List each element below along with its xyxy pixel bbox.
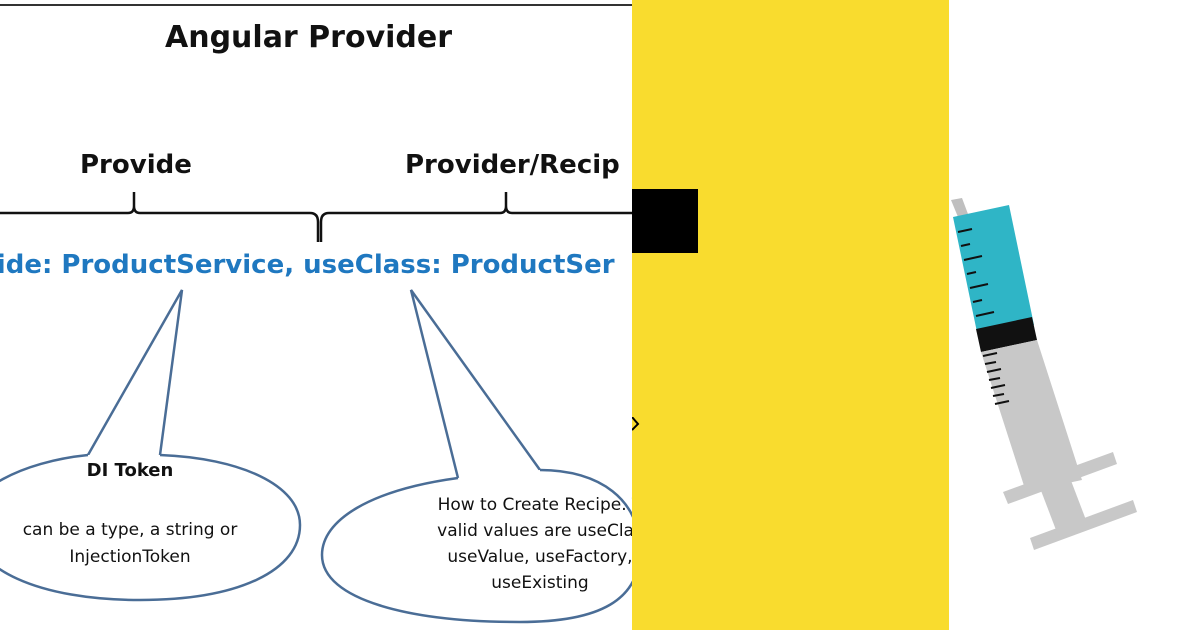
angular-provider-diagram: Angular Provider Provide Provider/Recip … [0,4,632,624]
recipe-bubble [320,468,632,624]
yellow-panel [632,0,949,630]
syringe-graduations-icon [957,228,1010,405]
provide-label: Provide [80,150,192,180]
syringe-plunger-rod-icon [1040,478,1086,530]
di-token-bubble-tail [86,289,184,456]
diagram-lines [0,4,632,624]
recipe-description: How to Create Recipe. T valid values are… [390,492,632,596]
provide-brace [0,192,320,242]
syringe-barrel-icon [981,340,1082,492]
diagram-title: Angular Provider [165,20,453,55]
black-square-block [632,189,698,253]
provider-code-line: ovide: ProductService, useClass: Product… [0,250,615,280]
syringe-needle-icon [951,198,968,217]
di-token-bubble [0,453,302,602]
di-token-line-1: can be a type, a string or [22,520,238,540]
recipe-line-1: How to Create Recipe. T [437,495,632,515]
arrow-tick-mark [632,417,640,431]
syringe-thumb-rest-icon [1030,500,1137,550]
di-token-description: can be a type, a string or InjectionToke… [0,517,300,571]
di-token-line-2: InjectionToken [69,547,191,567]
syringe-liquid-icon [953,205,1034,337]
syringe-icon [951,198,1137,550]
recipe-brace [319,192,632,242]
recipe-bubble-tail [409,289,542,479]
recipe-line-3: useValue, useFactory, [447,547,632,567]
di-token-title: DI Token [86,460,174,481]
recipe-line-4: useExisting [491,573,589,593]
syringe-panel [949,0,1200,630]
syringe-plunger-seal-icon [976,317,1037,352]
provider-recipe-label: Provider/Recip [405,150,620,180]
recipe-line-2: valid values are useClas [437,521,632,541]
syringe-flange-icon [1003,452,1117,504]
